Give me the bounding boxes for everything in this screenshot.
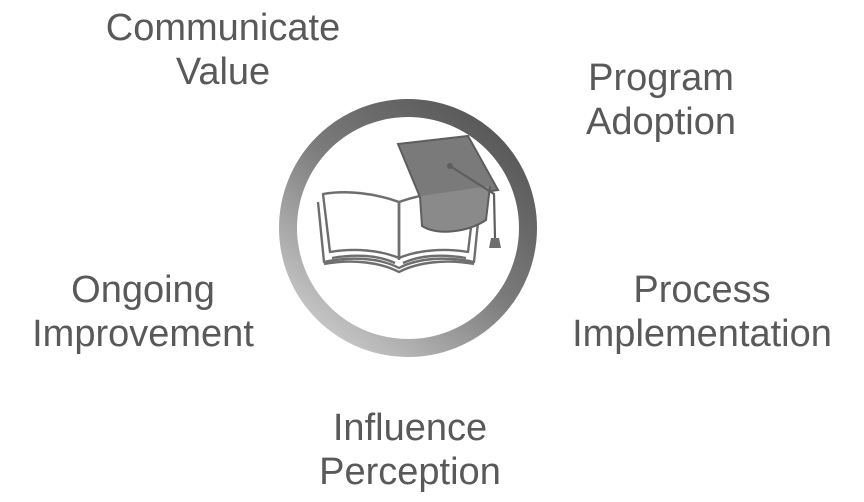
hub-ring <box>279 99 537 357</box>
stage-program-adoption: Program Adoption <box>553 56 769 144</box>
stage-label-line: Improvement <box>32 313 254 355</box>
stage-label-line: Perception <box>319 451 501 493</box>
stage-label-line: Communicate <box>105 7 341 49</box>
stage-influence-perception: Influence Perception <box>290 406 530 494</box>
stage-label-line: Influence <box>332 407 488 449</box>
stage-ongoing-improvement: Ongoing Improvement <box>6 268 280 356</box>
book-with-graduation-cap-icon <box>316 134 501 274</box>
stage-process-implementation: Process Implementation <box>546 268 858 356</box>
stage-label-line: Ongoing <box>71 269 215 311</box>
stage-label-line: Value <box>175 51 271 93</box>
stage-label-line: Process <box>633 269 771 311</box>
stage-label-line: Implementation <box>572 313 832 355</box>
stage-label-line: Program <box>588 57 734 99</box>
stage-communicate-value: Communicate Value <box>85 6 361 94</box>
stage-label-line: Adoption <box>585 101 736 143</box>
